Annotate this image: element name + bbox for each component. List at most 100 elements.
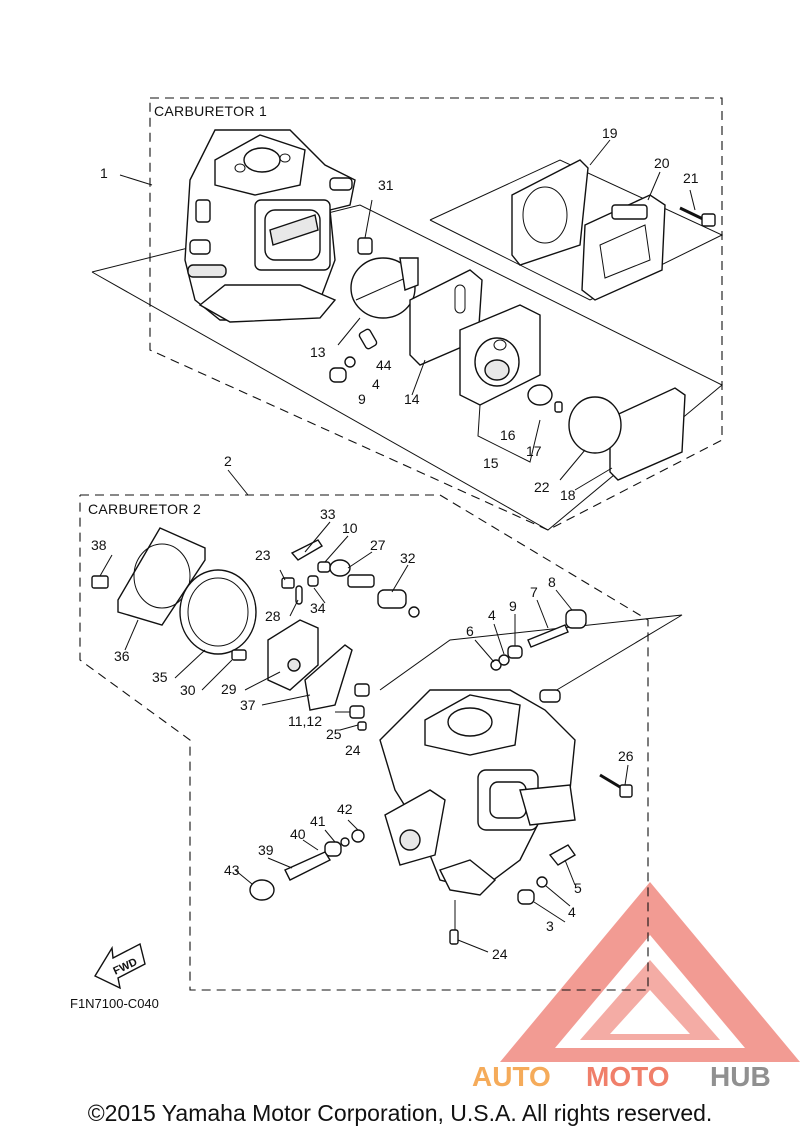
- callout-22: 22: [534, 479, 550, 495]
- callout-8: 8: [548, 574, 556, 590]
- callout-labels: 1 2 31 19 20 21 13 44 4 9 14 16 17 15 22…: [91, 125, 699, 962]
- part-37-gasket: [304, 644, 353, 711]
- part-41-washer: [340, 837, 350, 847]
- watermark-moto: MOTO: [586, 1061, 669, 1092]
- callout-24-bottom: 24: [492, 946, 508, 962]
- callout-9-mid: 9: [509, 598, 517, 614]
- callout-4-bottom: 4: [568, 904, 576, 920]
- callout-21: 21: [683, 170, 699, 186]
- callout-11-12: 11,12: [288, 713, 322, 729]
- part-27-plate: [329, 559, 351, 577]
- callout-6: 6: [466, 623, 474, 639]
- part-22-diaphragm: [568, 396, 622, 454]
- part-23-screw: [281, 577, 295, 589]
- part-35-diaphragm: [179, 569, 257, 655]
- part-3-spring: [517, 889, 535, 905]
- part-10-screw: [317, 561, 331, 573]
- callout-29: 29: [221, 681, 237, 697]
- callout-40: 40: [290, 826, 306, 842]
- part-20-cover: [581, 194, 666, 301]
- callout-27: 27: [370, 537, 386, 553]
- part-32-oring: [408, 606, 420, 618]
- part-11-12-jet: [354, 683, 370, 697]
- part-4-oring: [344, 356, 356, 368]
- carburetor-1-group: CARBURETOR 1: [91, 97, 724, 531]
- copyright-notice: ©2015 Yamaha Motor Corporation, U.S.A. A…: [87, 1100, 713, 1126]
- carburetor-2-label: CARBURETOR 2: [88, 501, 201, 517]
- callout-24-mid: 24: [345, 742, 361, 758]
- part-5-fitting: [548, 844, 577, 866]
- callout-4-mid: 4: [488, 607, 496, 623]
- callout-13: 13: [310, 344, 326, 360]
- part-4-washer: [498, 654, 510, 666]
- callout-19: 19: [602, 125, 618, 141]
- callout-34: 34: [310, 600, 326, 616]
- callout-28: 28: [265, 608, 281, 624]
- callout-18: 18: [560, 487, 576, 503]
- watermark-hub: HUB: [710, 1061, 771, 1092]
- callout-23: 23: [255, 547, 271, 563]
- callout-35: 35: [152, 669, 168, 685]
- part-31-screw: [357, 199, 373, 255]
- callout-1: 1: [100, 165, 108, 181]
- part-9-spring: [329, 367, 347, 383]
- part-36-plate: [117, 527, 206, 626]
- callout-41: 41: [310, 813, 326, 829]
- part-28-pin: [295, 585, 303, 605]
- callout-43: 43: [224, 862, 240, 878]
- part-24-jet-a: [357, 721, 367, 731]
- callout-25: 25: [326, 726, 342, 742]
- part-43-cap: [249, 879, 275, 901]
- part-18-plate: [609, 387, 686, 481]
- part-17-screw: [554, 401, 563, 413]
- callout-3: 3: [546, 918, 554, 934]
- callout-20: 20: [654, 155, 670, 171]
- fwd-arrow-icon: FWD: [94, 942, 146, 990]
- watermark-auto: AUTO: [472, 1061, 551, 1092]
- part-26-bolt: [599, 773, 633, 798]
- diagram-reference-code: F1N7100-C040: [70, 996, 159, 1011]
- callout-38: 38: [91, 537, 107, 553]
- part-7-screw: [527, 624, 569, 648]
- part-16-disc: [527, 384, 553, 406]
- part-38-screw: [91, 575, 109, 589]
- callout-15: 15: [483, 455, 499, 471]
- part-29-cover: [267, 619, 319, 691]
- carburetor-2-group: CARBURETOR 2: [79, 494, 683, 991]
- callout-7: 7: [530, 584, 538, 600]
- carburetor-2-body: [379, 689, 576, 896]
- part-40-spring: [324, 841, 342, 857]
- carburetor-1-label: CARBURETOR 1: [154, 103, 267, 119]
- callout-16: 16: [500, 427, 516, 443]
- part-42-oring: [351, 829, 365, 843]
- callout-14: 14: [404, 391, 420, 407]
- callout-32: 32: [400, 550, 416, 566]
- part-39-screw: [284, 851, 332, 881]
- callout-2: 2: [224, 453, 232, 469]
- callout-36: 36: [114, 648, 130, 664]
- part-19-gasket: [511, 159, 589, 266]
- part-34-spring: [307, 575, 319, 587]
- part-13-diaphragm: [337, 257, 419, 346]
- callout-10: 10: [342, 520, 358, 536]
- part-32-plunger: [377, 589, 407, 609]
- part-21-bolt: [679, 206, 716, 227]
- part-6-oring: [490, 659, 502, 671]
- watermark-logo: AUTO MOTO HUB: [472, 882, 800, 1092]
- carburetor-1-body: [184, 129, 356, 323]
- callout-37: 37: [240, 697, 256, 713]
- part-9-spring-b: [507, 645, 523, 659]
- callout-33: 33: [320, 506, 336, 522]
- callout-44: 44: [376, 357, 392, 373]
- part-15-pump-body: [459, 304, 541, 406]
- callout-9-top: 9: [358, 391, 366, 407]
- callout-42: 42: [337, 801, 353, 817]
- part-25-jet: [349, 705, 365, 719]
- part-27-fitting: [347, 574, 375, 588]
- callout-17: 17: [526, 443, 542, 459]
- callout-31: 31: [378, 177, 394, 193]
- callout-5: 5: [574, 880, 582, 896]
- callout-39: 39: [258, 842, 274, 858]
- callout-30: 30: [180, 682, 196, 698]
